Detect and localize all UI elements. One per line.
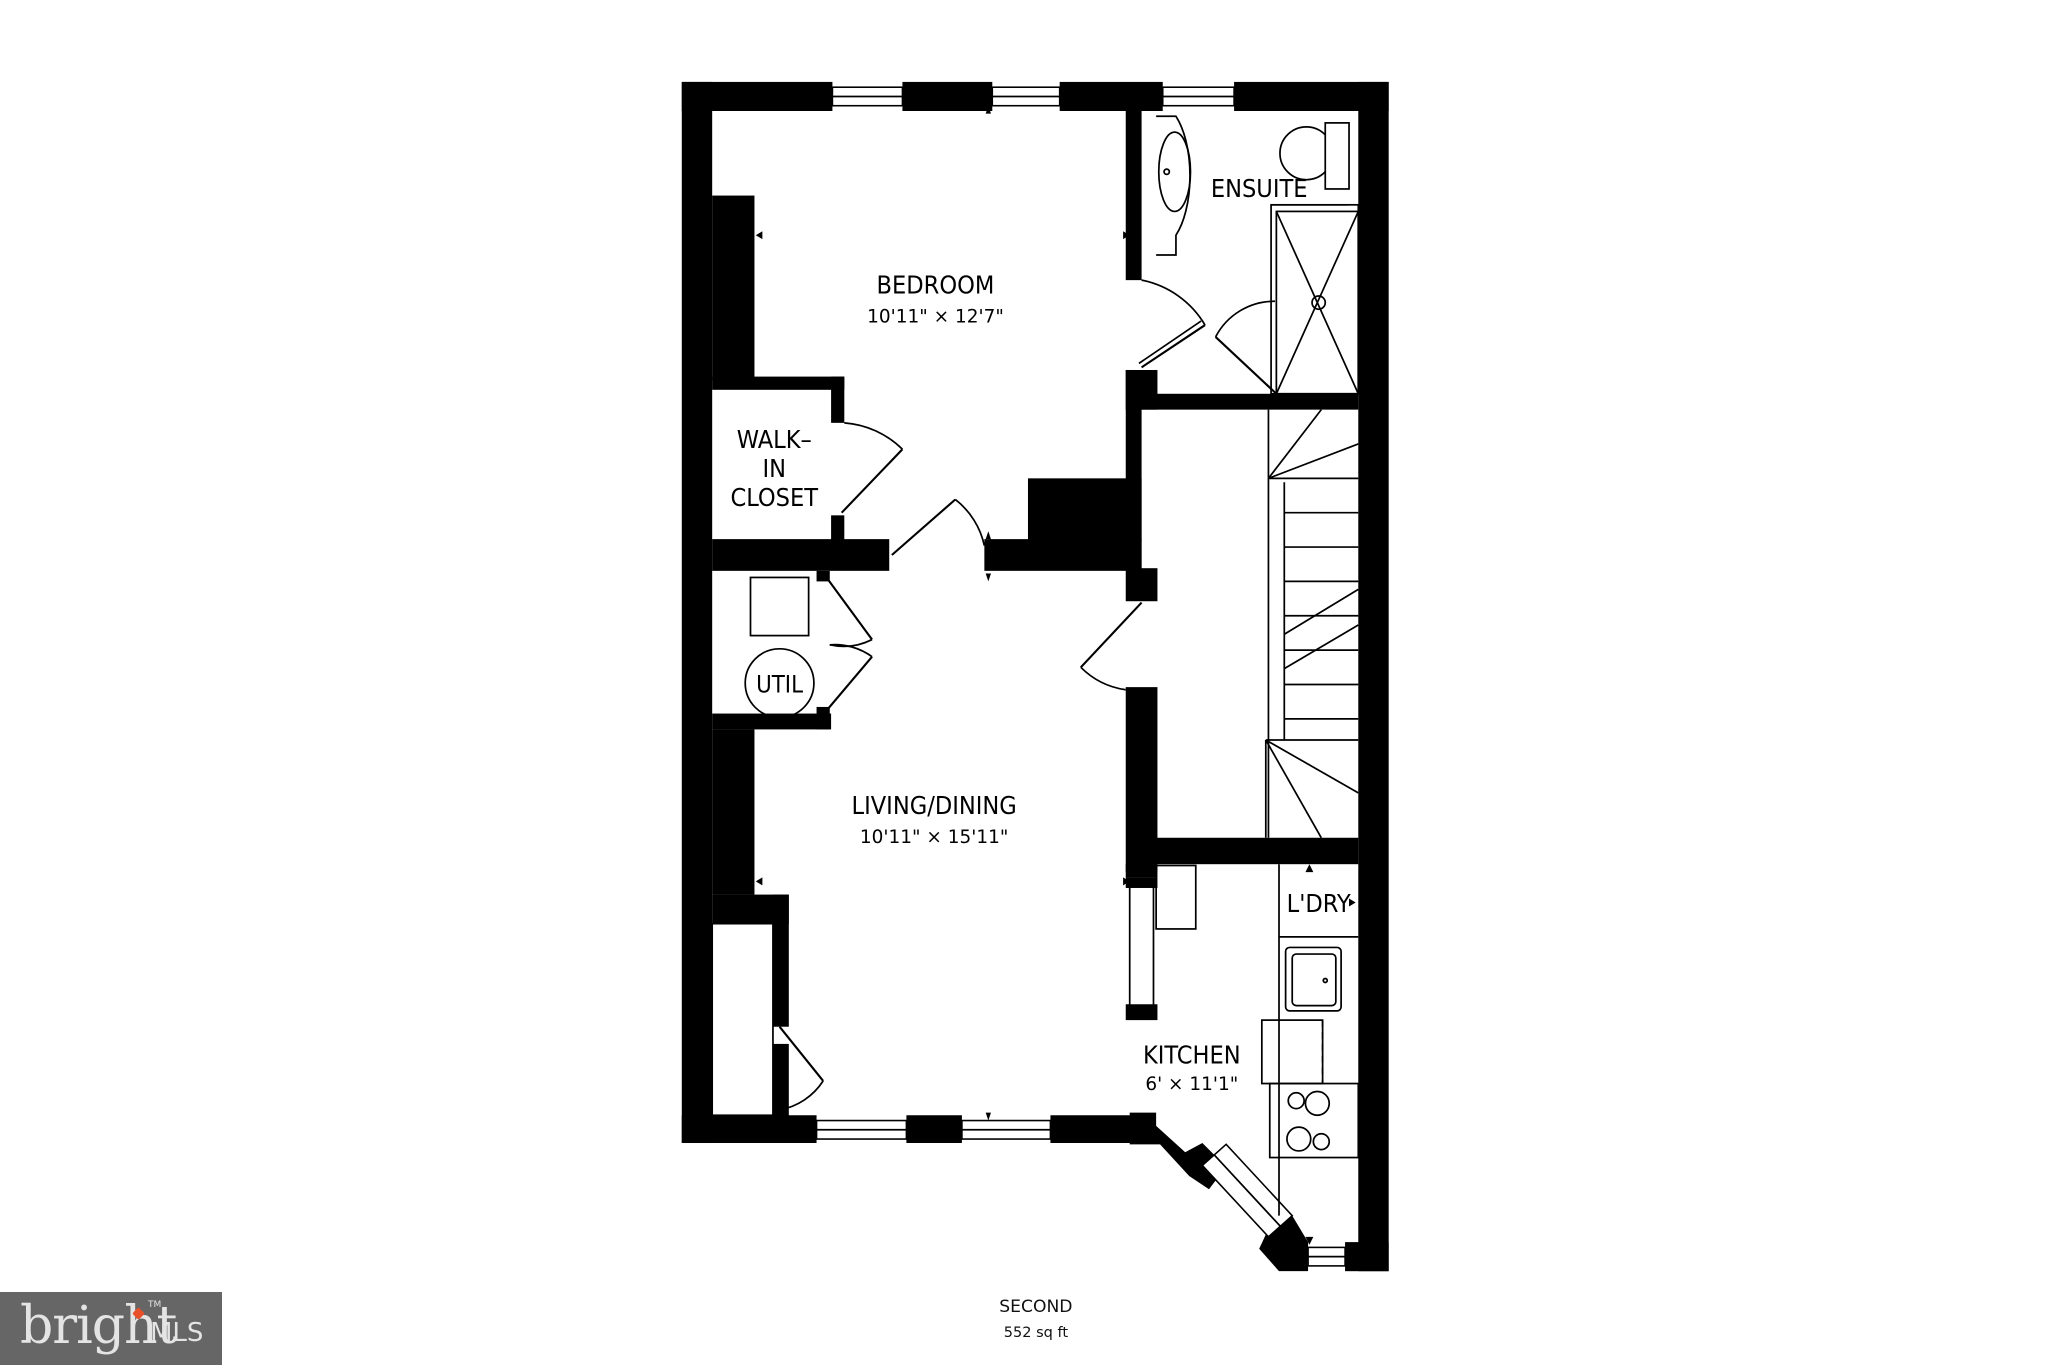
laundry-label: L'DRY [1287,889,1351,918]
logo-trademark: TM [148,1300,162,1310]
util-label: UTIL [756,670,803,698]
util-fixtures [744,576,815,719]
bedroom-dims: 10'11" × 12'7" [867,306,1004,327]
floor-name: SECOND [999,1297,1072,1317]
room-labels: BEDROOM 10'11" × 12'7" ENSUITE WALK– IN … [730,174,1350,1095]
doors [778,279,1278,1111]
logo-wordmark: bright [20,1296,177,1356]
logo-mls: MLS [150,1318,204,1348]
closet-label-3: CLOSET [730,483,818,512]
windows [815,86,1346,1267]
closet-label-1: WALK– [737,425,812,454]
ensuite-fixtures [1156,115,1360,395]
exterior-walls [681,81,1389,1272]
bright-mls-logo: bright TM MLS [0,1292,222,1365]
kitchen-dims: 6' × 11'1" [1145,1074,1238,1095]
living-dining-label: LIVING/DINING [852,791,1017,820]
interior-walls [712,110,1359,1124]
closet-label-2: IN [763,454,787,483]
dimension-markers [755,105,1356,1245]
kitchen-fixtures [1260,864,1360,1216]
bedroom-label: BEDROOM [877,270,995,299]
util-circle [744,647,815,719]
kitchen-label: KITCHEN [1143,1041,1241,1070]
ensuite-label: ENSUITE [1211,174,1308,203]
living-dining-dims: 10'11" × 15'11" [860,827,1008,848]
floor-area: 552 sq ft [1004,1325,1069,1341]
staircase [1264,409,1359,839]
